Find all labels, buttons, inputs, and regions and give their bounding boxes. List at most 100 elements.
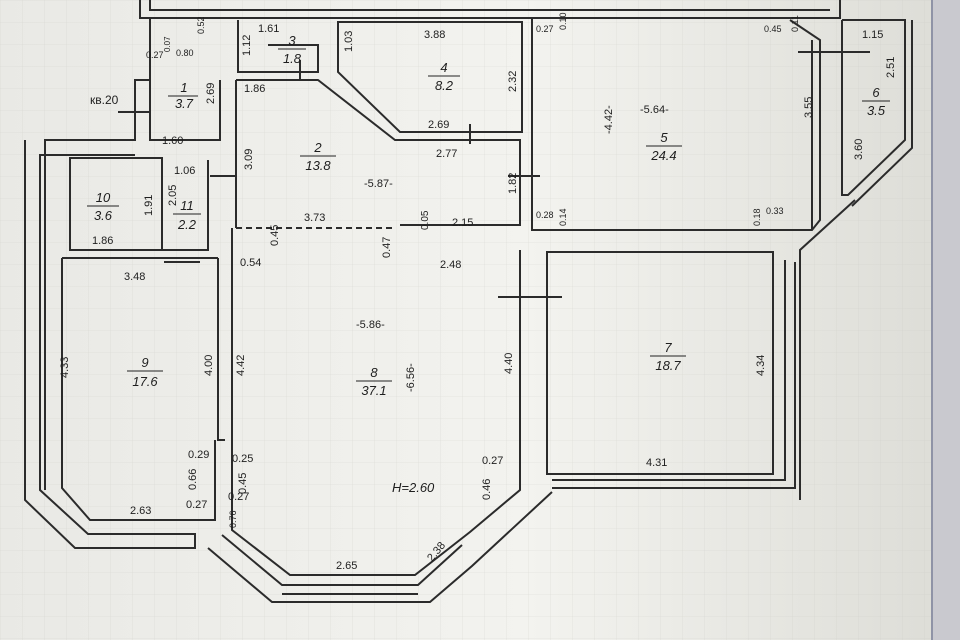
dimension-label: 2.69 xyxy=(205,83,217,104)
room-number: 11 xyxy=(180,198,194,213)
dimension-label: 0.27 xyxy=(146,50,164,60)
dimension-label: 1.03 xyxy=(343,31,355,52)
room-labels: 13.7 213.8 31.8 48.2 524.4 63.5 718.7 83… xyxy=(87,33,890,398)
dimension-label: 0.76 xyxy=(228,510,238,528)
page-binding xyxy=(932,0,960,640)
dimension-label: 0.80 xyxy=(176,48,194,58)
room-9-label: 917.6 xyxy=(127,355,163,389)
outer-wall-left-inner xyxy=(61,258,216,521)
dimension-label: 2.51 xyxy=(885,57,897,78)
room-area: 13.8 xyxy=(305,158,331,173)
room-number: 6 xyxy=(872,85,880,100)
dimension-label: 0.10 xyxy=(558,12,568,30)
dimension-label: 3.73 xyxy=(304,212,325,224)
dimension-label: 0.27 xyxy=(482,455,503,467)
dimension-label: 0.11 xyxy=(790,15,800,32)
dimension-label: 0.33 xyxy=(766,206,784,216)
dimension-label: -5.64- xyxy=(640,104,669,116)
apartment-label: кв.20 xyxy=(90,93,119,107)
outer-wall-top-inner xyxy=(149,0,830,11)
room-3-walls xyxy=(237,20,319,73)
room-2-walls xyxy=(236,79,521,226)
dimension-label: 1.60 xyxy=(162,135,183,147)
room-11-walls xyxy=(161,160,209,251)
room-10-label: 103.6 xyxy=(87,190,119,223)
dimension-label: -5.86- xyxy=(356,319,385,331)
room-2-label: 213.8 xyxy=(300,140,336,173)
dimension-label: 2.05 xyxy=(167,185,179,206)
room-area: 3.5 xyxy=(867,103,886,118)
room-area: 3.6 xyxy=(94,208,113,223)
dimension-label: 1.86 xyxy=(244,83,265,95)
room-number: 9 xyxy=(141,355,148,370)
room-5-label: 524.4 xyxy=(646,130,682,163)
room-5-walls xyxy=(531,18,821,231)
dimension-label: 0.46 xyxy=(481,479,493,500)
dimension-label: 1.91 xyxy=(143,195,155,216)
dimension-label: 4.40 xyxy=(503,353,515,374)
room-area: 2.2 xyxy=(177,217,197,232)
dimension-label: 0.27 xyxy=(536,24,554,34)
dimension-label: 2.65 xyxy=(336,560,357,572)
room-area: 3.7 xyxy=(175,96,194,111)
dimension-label: 0.28 xyxy=(536,210,554,220)
dimension-label: 0.27 xyxy=(186,499,207,511)
dimension-label: 0.18 xyxy=(752,208,762,226)
room-area: 18.7 xyxy=(655,358,681,373)
room-7-outer xyxy=(552,260,786,481)
room-3-label: 31.8 xyxy=(278,33,306,66)
dimension-label: 1.15 xyxy=(862,29,883,41)
dimension-label: 1.61 xyxy=(258,23,279,35)
dimension-label: 0.45 xyxy=(237,473,249,494)
dimension-label: 2.77 xyxy=(436,148,457,160)
dimension-label: 3.55 xyxy=(803,97,815,118)
room-area: 37.1 xyxy=(361,383,386,398)
dimension-label: 2.63 xyxy=(130,505,151,517)
room-number: 2 xyxy=(313,140,322,155)
dimension-label: 4.33 xyxy=(59,357,71,378)
room-9-right-wall xyxy=(217,258,225,441)
room-7-balcony-edge xyxy=(552,262,796,489)
dimension-label: 3.48 xyxy=(124,271,145,283)
outer-wall-top xyxy=(139,0,841,19)
room-8-walls xyxy=(231,228,521,576)
walls xyxy=(24,0,913,603)
room-1-label: 13.7 xyxy=(168,80,198,111)
room-number: 1 xyxy=(180,80,187,95)
room-6-outer xyxy=(851,20,913,207)
dimension-label: 4.34 xyxy=(755,355,767,376)
dimension-labels: 1.61 0.52 1.12 0.27 0.07 0.80 2.69 1.86 … xyxy=(59,12,897,572)
room-1-walls xyxy=(149,80,221,141)
dimension-label: 0.54 xyxy=(240,257,261,269)
dimension-label: 0.45 xyxy=(269,225,281,246)
room-area: 8.2 xyxy=(435,78,454,93)
room-4-walls xyxy=(337,21,523,133)
dimension-label: -6.56- xyxy=(405,363,417,392)
dimension-label: 1.86 xyxy=(92,235,113,247)
room-number: 3 xyxy=(288,33,296,48)
dimension-label: 0.14 xyxy=(558,208,568,226)
outer-wall-left xyxy=(24,140,196,549)
room-area: 17.6 xyxy=(132,374,158,389)
dimension-label: 3.60 xyxy=(853,139,865,160)
dimension-label: 0.45 xyxy=(764,24,782,34)
room-4-label: 48.2 xyxy=(428,60,460,93)
dimension-label: 3.09 xyxy=(243,149,255,170)
room-7-walls xyxy=(546,251,774,475)
room-area: 1.8 xyxy=(283,51,302,66)
corner-wall xyxy=(799,199,856,500)
dimension-label: 0.47 xyxy=(381,237,393,258)
room-number: 5 xyxy=(660,130,668,145)
room-8-label: 837.1 xyxy=(356,365,392,398)
dimension-label: 4.00 xyxy=(203,355,215,376)
room-7-label: 718.7 xyxy=(650,340,686,373)
dimension-label: 0.25 xyxy=(232,453,253,465)
dimension-label: 0.52 xyxy=(196,16,206,34)
room-6-label: 63.5 xyxy=(862,85,890,118)
room-11-label: 112.2 xyxy=(173,198,201,232)
bay-window-outer xyxy=(207,491,553,603)
dimension-label: 2.48 xyxy=(440,259,461,271)
dimension-label: 0.29 xyxy=(188,449,209,461)
